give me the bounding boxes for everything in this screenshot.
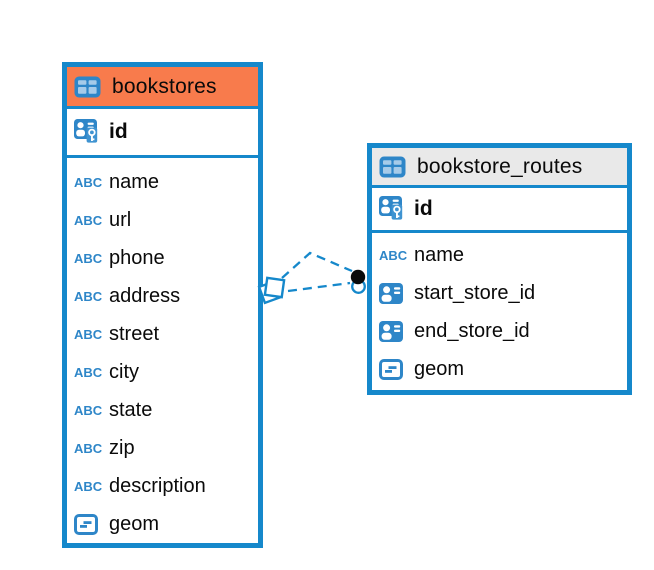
column-label: geom xyxy=(109,512,160,535)
table-icon xyxy=(379,156,406,178)
table-bookstores[interactable]: bookstores id ABC name ABC url ABC phone… xyxy=(62,62,263,548)
icon-slot: ABC xyxy=(74,327,109,342)
column-row[interactable]: ABC name xyxy=(372,236,627,274)
column-row[interactable]: start_store_id xyxy=(372,274,627,312)
column-row[interactable]: ABC name xyxy=(67,163,258,201)
column-label: start_store_id xyxy=(414,281,536,304)
text-type-icon: ABC xyxy=(74,288,103,304)
relation-line-lower[interactable] xyxy=(287,281,351,293)
icon-slot: ABC xyxy=(74,213,109,228)
relation-dot-marker xyxy=(350,269,366,294)
icon-slot xyxy=(74,119,109,146)
column-label: id xyxy=(109,120,128,143)
table-title: bookstore_routes xyxy=(417,154,583,178)
column-label: name xyxy=(109,170,160,193)
column-label: state xyxy=(109,398,153,421)
relation-line-upper[interactable] xyxy=(281,251,353,279)
icon-slot: ABC xyxy=(74,289,109,304)
column-row[interactable]: ABC description xyxy=(67,467,258,505)
column-row[interactable]: ABC url xyxy=(67,201,258,239)
icon-slot: ABC xyxy=(379,248,414,263)
text-type-icon: ABC xyxy=(74,174,103,190)
text-type-icon: ABC xyxy=(74,402,103,418)
table-bookstore-routes[interactable]: bookstore_routes id ABC name start_store… xyxy=(367,143,632,395)
column-row-id[interactable]: id xyxy=(372,188,627,233)
column-row[interactable]: ABC street xyxy=(67,315,258,353)
column-row[interactable]: ABC phone xyxy=(67,239,258,277)
text-type-icon: ABC xyxy=(74,364,103,380)
table-title: bookstores xyxy=(112,74,217,98)
geometry-type-icon xyxy=(379,359,403,380)
column-row[interactable]: geom xyxy=(67,505,258,543)
icon-slot: ABC xyxy=(74,175,109,190)
column-label: phone xyxy=(109,246,165,269)
icon-slot: ABC xyxy=(74,251,109,266)
foreign-key-icon xyxy=(379,321,403,342)
column-row[interactable]: geom xyxy=(372,350,627,388)
column-label: url xyxy=(109,208,132,231)
column-label: geom xyxy=(414,357,465,380)
text-type-icon: ABC xyxy=(74,250,103,266)
column-row[interactable]: end_store_id xyxy=(372,312,627,350)
column-label: address xyxy=(109,284,181,307)
table-header[interactable]: bookstores xyxy=(67,67,258,109)
column-row[interactable]: ABC zip xyxy=(67,429,258,467)
table-header[interactable]: bookstore_routes xyxy=(372,148,627,188)
table-icon xyxy=(74,76,101,98)
column-label: description xyxy=(109,474,206,497)
icon-slot xyxy=(379,359,414,380)
icon-slot xyxy=(379,283,414,304)
icon-slot: ABC xyxy=(74,479,109,494)
icon-slot xyxy=(379,321,414,342)
column-row-id[interactable]: id xyxy=(67,109,258,158)
icon-slot xyxy=(379,196,414,223)
column-list: ABC name start_store_id end_store_id geo… xyxy=(372,233,627,388)
text-type-icon: ABC xyxy=(74,478,103,494)
foreign-key-icon xyxy=(379,283,403,304)
text-type-icon: ABC xyxy=(74,212,103,228)
column-row[interactable]: ABC address xyxy=(67,277,258,315)
primary-key-icon xyxy=(74,119,102,146)
column-label: id xyxy=(414,197,433,220)
column-row[interactable]: ABC city xyxy=(67,353,258,391)
column-label: zip xyxy=(109,436,135,459)
text-type-icon: ABC xyxy=(379,247,408,263)
icon-slot: ABC xyxy=(74,403,109,418)
icon-slot: ABC xyxy=(74,365,109,380)
column-list: ABC name ABC url ABC phone ABC address A… xyxy=(67,158,258,543)
geometry-type-icon xyxy=(74,514,98,535)
column-row[interactable]: ABC state xyxy=(67,391,258,429)
column-label: street xyxy=(109,322,160,345)
column-label: end_store_id xyxy=(414,319,530,342)
icon-slot xyxy=(74,514,109,535)
primary-key-icon xyxy=(379,196,407,223)
icon-slot: ABC xyxy=(74,441,109,456)
text-type-icon: ABC xyxy=(74,326,103,342)
text-type-icon: ABC xyxy=(74,440,103,456)
column-label: city xyxy=(109,360,139,383)
column-label: name xyxy=(414,243,465,266)
